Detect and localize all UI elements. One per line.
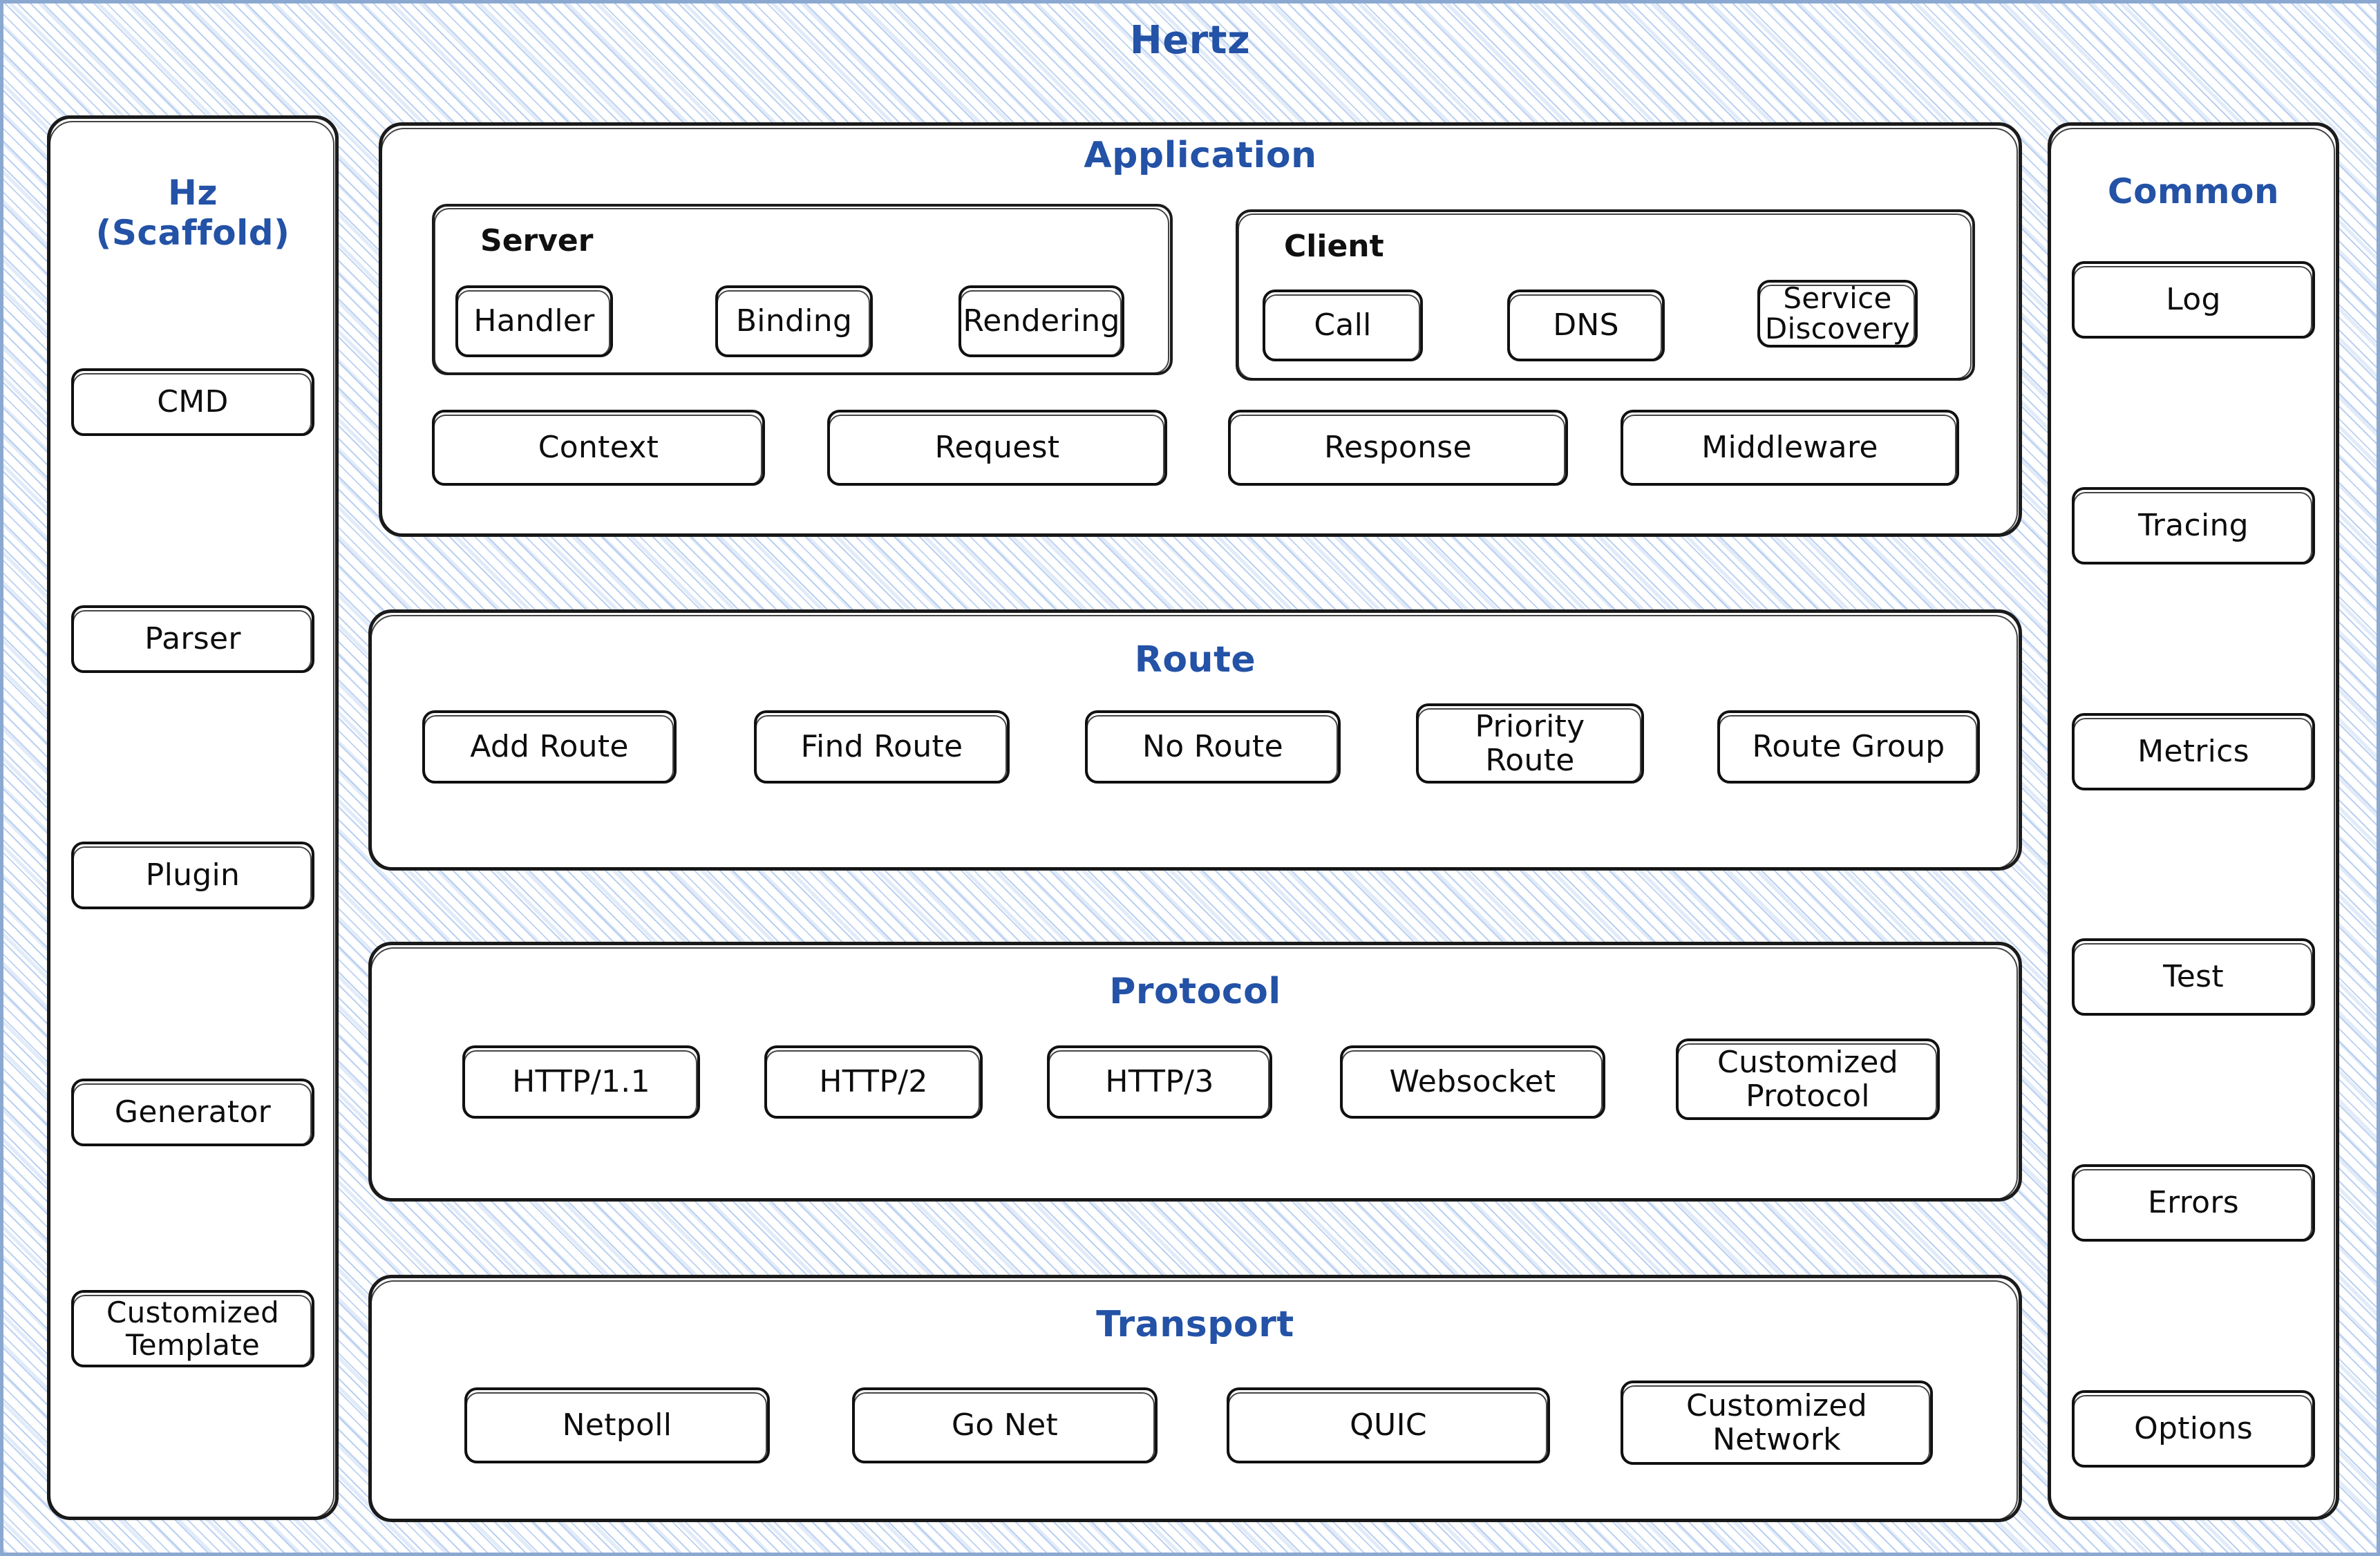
scaffold-item-cmd[interactable]: CMD xyxy=(71,368,314,436)
client-title: Client xyxy=(1284,229,1384,264)
application-item-request[interactable]: Request xyxy=(827,410,1167,486)
server-item-handler[interactable]: Handler xyxy=(455,285,613,357)
route-title: Route xyxy=(1134,639,1256,681)
server-item-binding[interactable]: Binding xyxy=(715,285,873,357)
protocol-item-http2[interactable]: HTTP/2 xyxy=(764,1045,983,1119)
application-item-response[interactable]: Response xyxy=(1228,410,1568,486)
transport-item-netpoll[interactable]: Netpoll xyxy=(464,1387,770,1463)
client-item-dns[interactable]: DNS xyxy=(1507,290,1665,361)
server-title: Server xyxy=(480,223,594,258)
scaffold-item-parser[interactable]: Parser xyxy=(71,605,314,673)
panel-hz-scaffold-body xyxy=(47,115,339,1520)
route-item-find-route[interactable]: Find Route xyxy=(754,710,1010,784)
transport-item-go-net[interactable]: Go Net xyxy=(852,1387,1158,1463)
page-title: Hertz xyxy=(1129,18,1251,63)
route-item-priority-route[interactable]: Priority Route xyxy=(1416,703,1644,784)
route-item-no-route[interactable]: No Route xyxy=(1085,710,1341,784)
server-item-rendering[interactable]: Rendering xyxy=(958,285,1124,357)
application-item-middleware[interactable]: Middleware xyxy=(1621,410,1959,486)
protocol-item-http11[interactable]: HTTP/1.1 xyxy=(462,1045,700,1119)
protocol-item-http3[interactable]: HTTP/3 xyxy=(1047,1045,1272,1119)
client-item-service-discovery[interactable]: Service Discovery xyxy=(1757,280,1918,348)
application-item-context[interactable]: Context xyxy=(432,410,765,486)
common-item-log[interactable]: Log xyxy=(2072,261,2315,339)
scaffold-item-customized-template[interactable]: Customized Template xyxy=(71,1290,314,1367)
scaffold-item-plugin[interactable]: Plugin xyxy=(71,842,314,909)
common-item-tracing[interactable]: Tracing xyxy=(2072,487,2315,564)
panel-common xyxy=(2048,122,2339,1520)
protocol-item-websocket[interactable]: Websocket xyxy=(1340,1045,1605,1119)
transport-item-quic[interactable]: QUIC xyxy=(1227,1387,1550,1463)
protocol-title: Protocol xyxy=(1109,971,1281,1012)
common-item-metrics[interactable]: Metrics xyxy=(2072,713,2315,790)
transport-title: Transport xyxy=(1096,1304,1294,1345)
client-item-call[interactable]: Call xyxy=(1263,290,1423,361)
common-title: Common xyxy=(2107,171,2280,211)
common-item-test[interactable]: Test xyxy=(2072,938,2315,1016)
transport-item-customized-network[interactable]: Customized Network xyxy=(1621,1381,1933,1465)
route-item-add-route[interactable]: Add Route xyxy=(422,710,677,784)
common-item-options[interactable]: Options xyxy=(2072,1390,2315,1468)
route-item-route-group[interactable]: Route Group xyxy=(1717,710,1980,784)
common-item-errors[interactable]: Errors xyxy=(2072,1164,2315,1242)
application-title: Application xyxy=(1084,135,1317,176)
protocol-item-customized-protocol[interactable]: Customized Protocol xyxy=(1676,1038,1940,1120)
scaffold-item-generator[interactable]: Generator xyxy=(71,1079,314,1146)
hz-scaffold-title: Hz (Scaffold) xyxy=(95,173,290,253)
